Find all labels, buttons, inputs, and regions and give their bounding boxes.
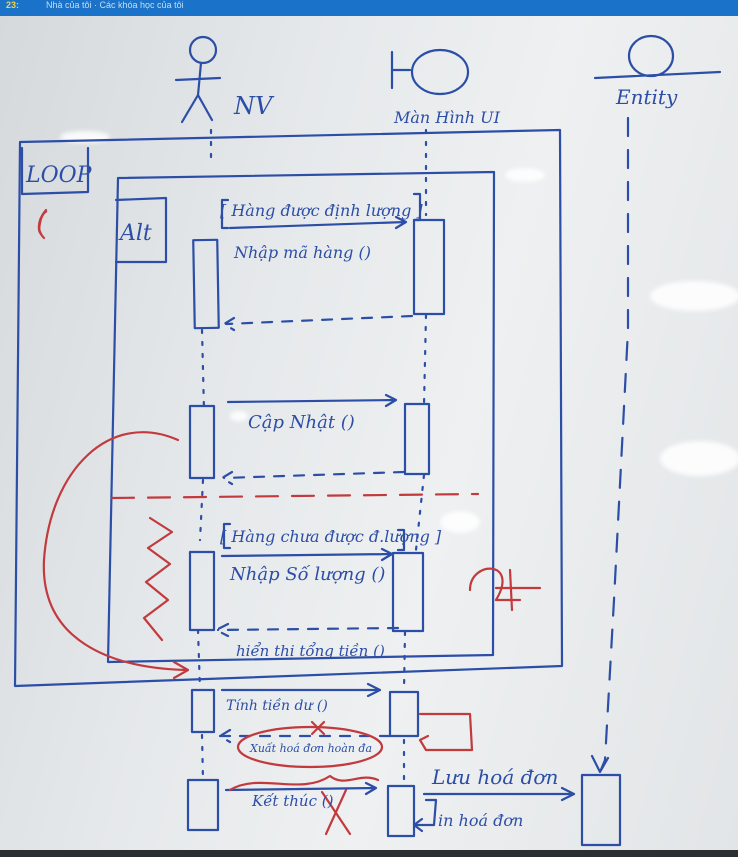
message-print-struck: Xuất hoá đơn hoàn đa: [249, 742, 372, 755]
message-print-invoice: in hoá đơn: [438, 811, 523, 830]
margin-paren: (: [36, 206, 48, 239]
actor-nv-figure: [174, 35, 222, 124]
message-enter-code: Nhập mã hàng (): [233, 243, 371, 262]
actor-boundary-figure: [390, 48, 470, 96]
message-arrow: [226, 393, 398, 408]
message-arrow: [228, 215, 408, 230]
message-show-total: hiển thị tổng tiền (): [236, 642, 385, 660]
loop-tag: [20, 146, 90, 196]
activation-nv: [186, 778, 220, 832]
activation-screen: [388, 690, 420, 738]
guard-counted: [ Hàng được định lượng ]: [220, 201, 423, 220]
activation-screen: [412, 218, 446, 316]
glare-spot: [230, 411, 248, 421]
glare-spot: [660, 441, 738, 476]
message-arrow: [422, 786, 576, 802]
return-arrow: [222, 314, 414, 332]
bottom-taskbar: [0, 850, 738, 857]
entity-arrow: [590, 754, 610, 774]
red-paren: [37, 208, 48, 240]
loop-label: LOOP: [25, 163, 93, 188]
message-enter-quantity: Nhập Số lượng (): [229, 564, 385, 585]
whiteboard-photo: [0, 16, 738, 850]
actor-nv-label: NV: [233, 92, 275, 120]
alt-tag: [114, 196, 168, 264]
activation-screen: [391, 551, 425, 633]
actor-screen-label: Màn Hình UI: [393, 108, 501, 127]
glare-spot: [505, 168, 545, 182]
activation-nv: [192, 238, 220, 330]
self-message: [412, 798, 438, 833]
glare-spot: [440, 511, 480, 533]
activation-entity: [580, 773, 622, 847]
loop-frame: [13, 128, 564, 688]
message-arrow: [224, 781, 378, 796]
red-arc-arrow: [42, 431, 190, 680]
red-zigzag: [142, 516, 174, 642]
activation-screen: [386, 784, 416, 838]
message-update: Cập Nhật (): [248, 412, 355, 433]
strike-marks: [228, 774, 380, 792]
lifeline-nv: [196, 128, 213, 782]
return-arrow: [220, 470, 406, 486]
return-arrow: [218, 728, 392, 744]
alt-label: Alt: [118, 221, 152, 246]
activation-screen: [403, 402, 431, 476]
red-loop-arrow: [418, 712, 474, 752]
guard-not-counted: [ Hàng chưa được đ.lượng ]: [220, 527, 442, 546]
return-arrow: [214, 622, 400, 638]
lifeline-screen: [402, 128, 428, 782]
time-badge: 23:: [6, 0, 20, 10]
activation-nv: [188, 550, 216, 632]
message-save-invoice: Lưu hoá đơn: [431, 765, 558, 789]
activation-nv: [190, 688, 216, 734]
message-calc-change: Tính tiền dư (): [226, 697, 328, 714]
message-arrow: [220, 682, 382, 698]
activation-nv: [188, 404, 216, 480]
message-end: Kết thúc (): [251, 792, 334, 810]
lifeline-entity: [603, 116, 630, 762]
message-arrow: [220, 547, 394, 562]
glare-spot: [650, 281, 738, 311]
breadcrumb[interactable]: Nhà của tôi · Các khóa học của tôi: [46, 0, 184, 10]
alt-frame: [106, 170, 496, 664]
actor-entity-label: Entity: [615, 85, 678, 109]
strike-x: [320, 788, 352, 836]
alt-divider: [110, 492, 480, 500]
strike-ellipse: [236, 725, 384, 769]
browser-topbar: 23: Nhà của tôi · Các khóa học của tôi: [0, 0, 738, 16]
actor-entity-figure: [593, 34, 722, 80]
strike-x: [310, 720, 326, 736]
two-plus-note: [468, 567, 542, 612]
